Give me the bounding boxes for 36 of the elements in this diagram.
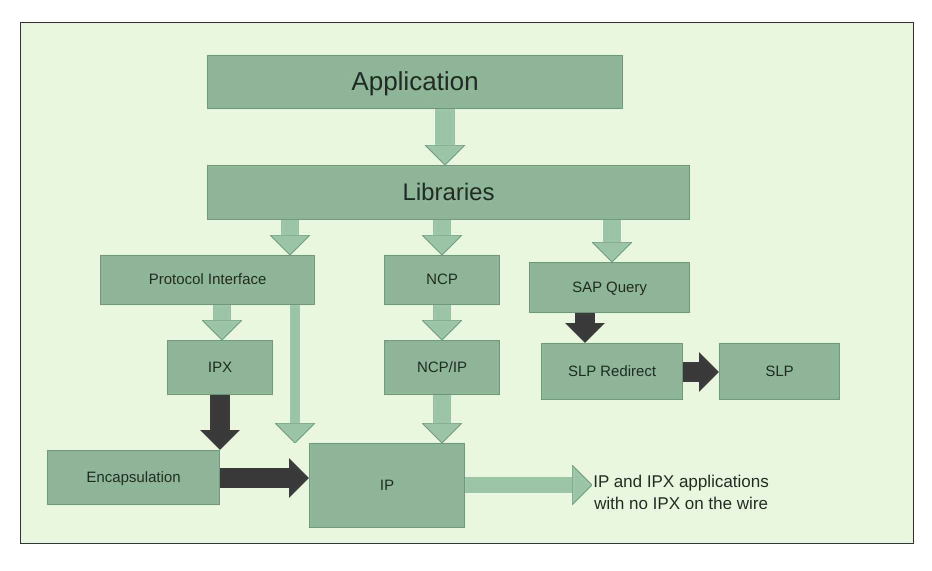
process-box (100, 255, 315, 305)
process-box (47, 450, 220, 505)
box-label: NCP/IP (416, 358, 467, 378)
box-label: SLP Redirect (568, 362, 656, 382)
box-label: Protocol Interface (148, 270, 266, 290)
box-label: SLP (765, 362, 794, 382)
process-box (384, 255, 500, 305)
box-label: Encapsulation (86, 468, 181, 488)
process-box (719, 343, 840, 400)
process-box (529, 262, 690, 313)
arrow (270, 220, 310, 256)
arrow (220, 458, 309, 498)
arrow (422, 395, 462, 444)
process-box (207, 165, 690, 220)
arrow (274, 305, 316, 444)
process-box (541, 343, 683, 400)
process-box (207, 55, 623, 109)
arrow (202, 305, 242, 340)
process-box (167, 340, 273, 395)
box-label: Application (351, 65, 479, 98)
box-label: IP and IPX applications with no IPX on the wire (592, 470, 770, 515)
arrow (200, 395, 240, 450)
process-box (384, 340, 500, 395)
process-box (309, 443, 465, 528)
arrow (465, 464, 592, 506)
box-label: IP (380, 476, 394, 496)
arrow (565, 313, 605, 343)
box-label: Libraries (402, 178, 495, 208)
arrow (424, 109, 466, 166)
box-label: SAP Query (572, 278, 647, 298)
arrow (422, 220, 462, 256)
box-label: IPX (208, 358, 232, 378)
box-label: NCP (426, 270, 458, 290)
arrow (422, 305, 462, 340)
arrow (683, 352, 719, 392)
arrow (592, 220, 632, 262)
